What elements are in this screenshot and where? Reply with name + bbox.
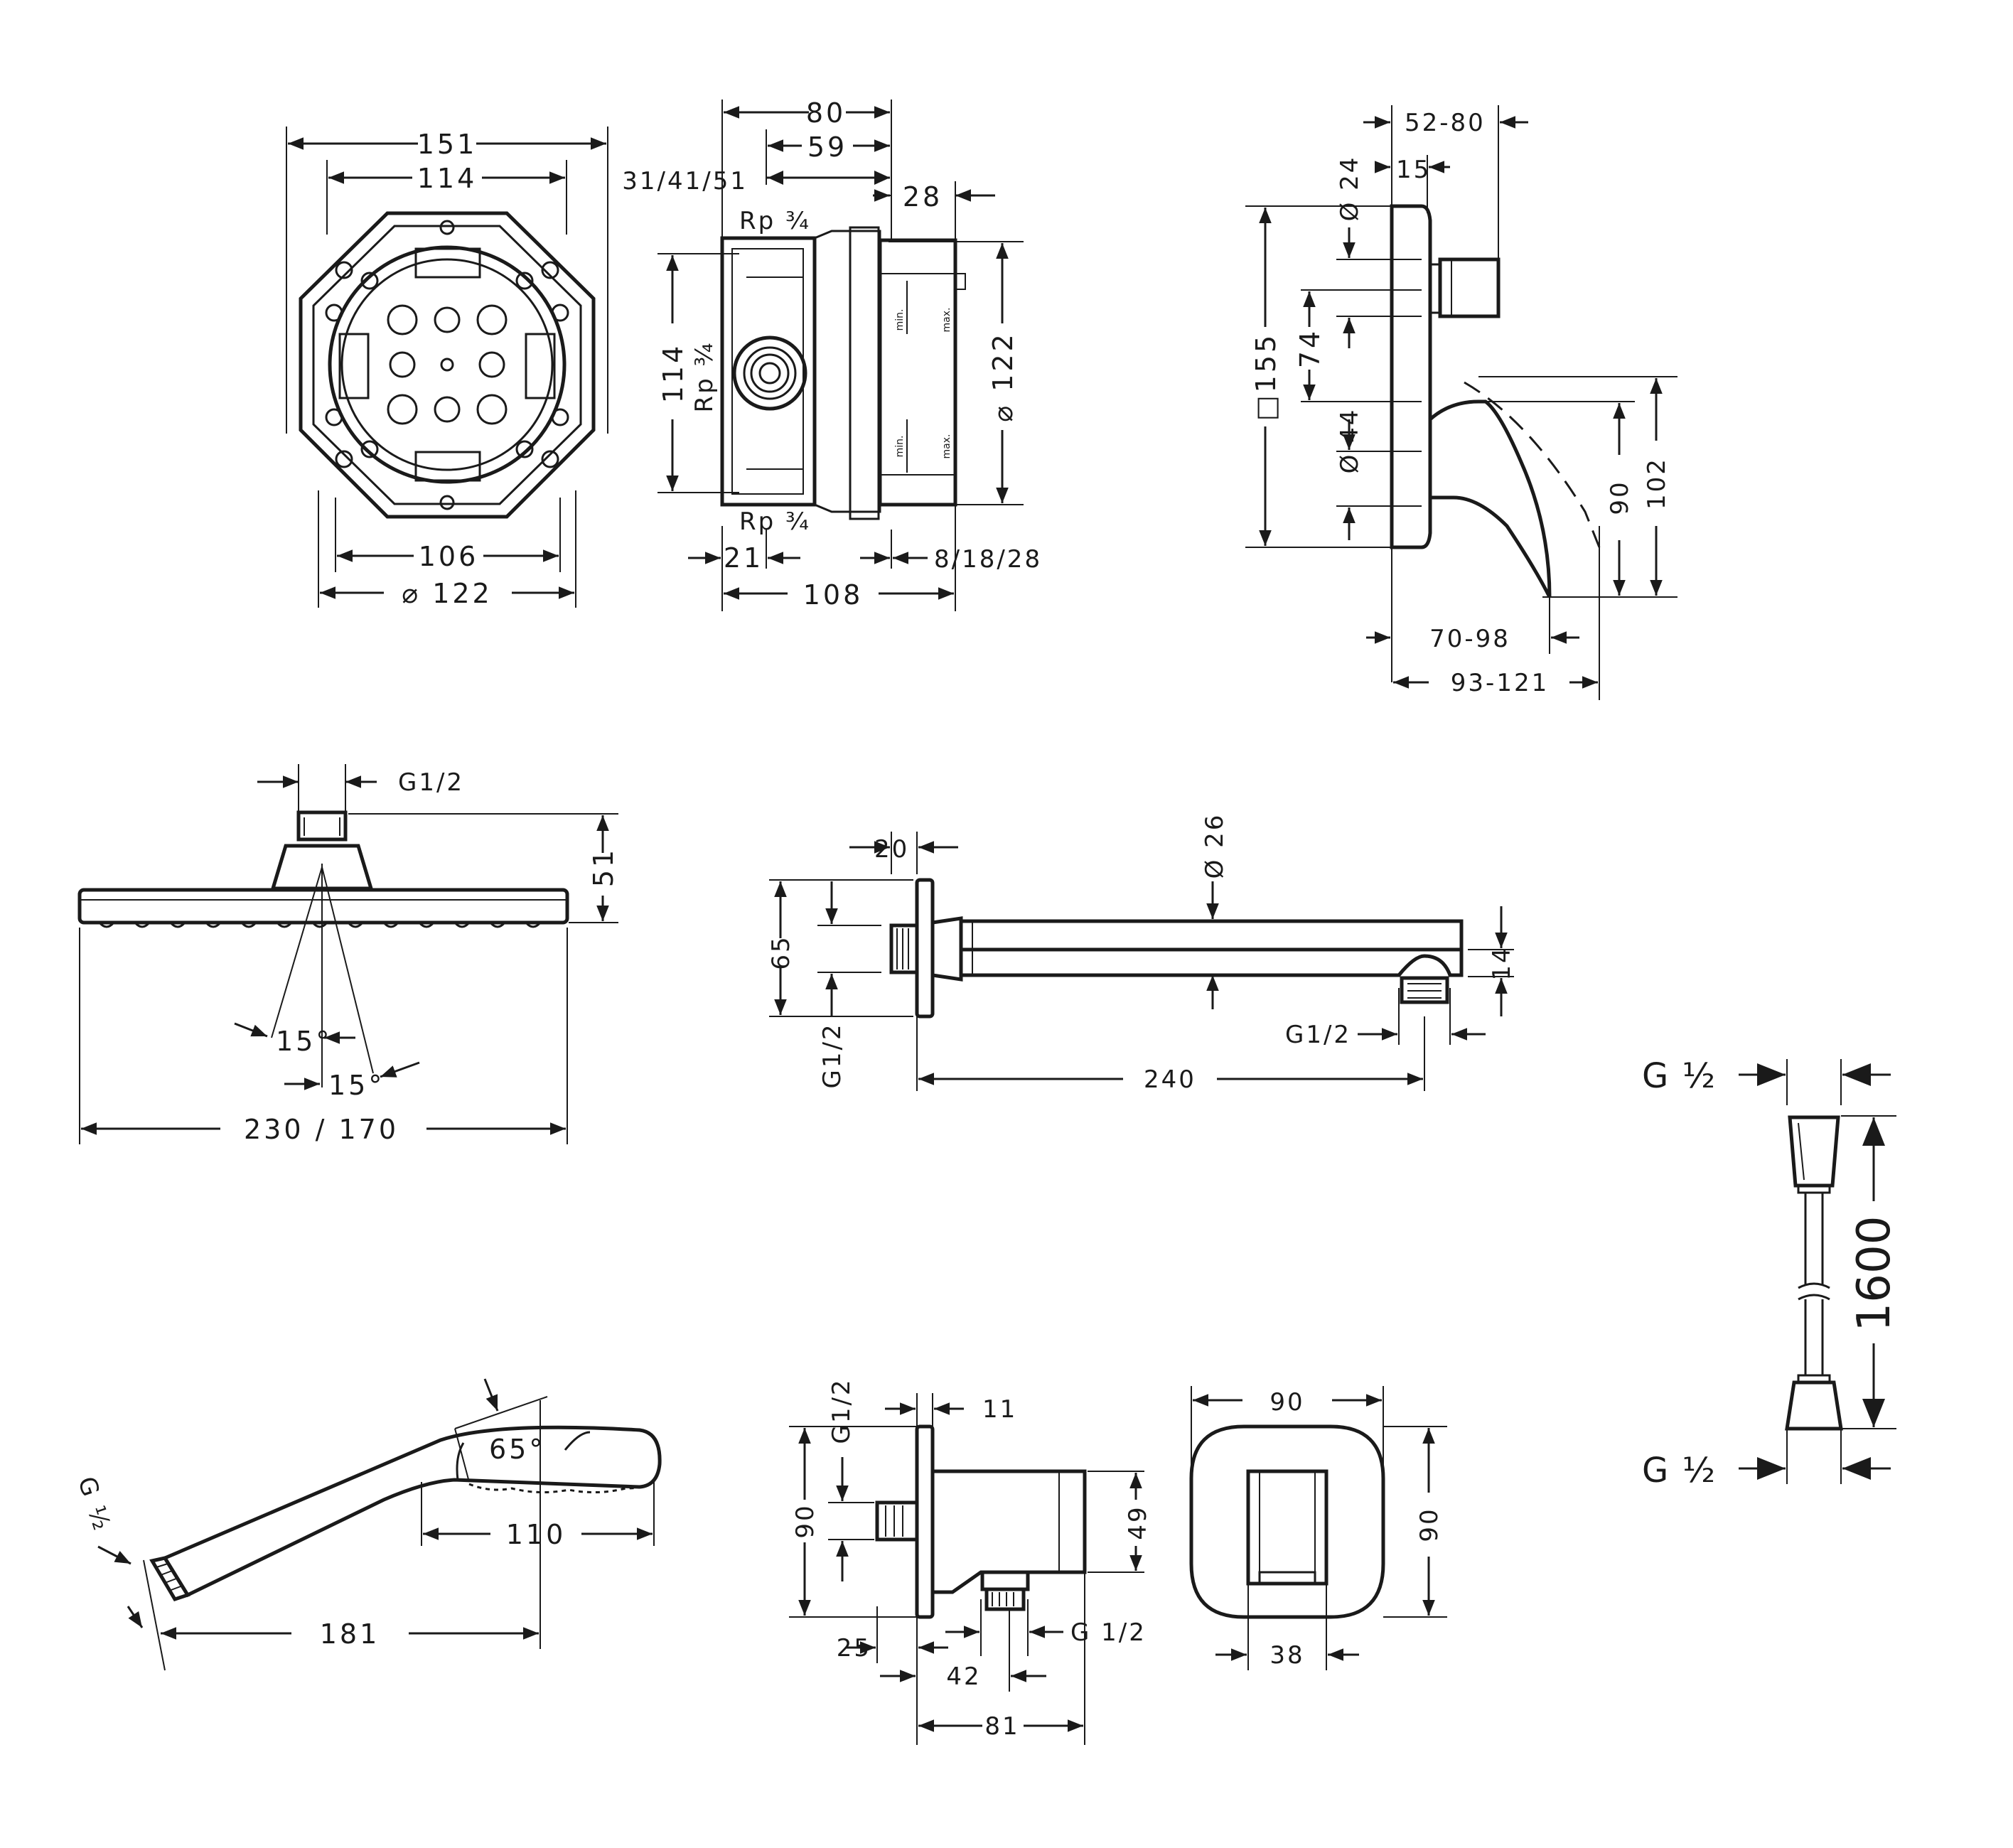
dim-25: 25 (837, 1634, 871, 1662)
rough-in-max-top: max. (941, 308, 952, 333)
mixer-dimensions: 52-80 15 □155 Ø 24 74 Ø 44 (1245, 105, 1678, 700)
hose-dimensions: G ½ G ½ 1600 (1642, 1056, 1901, 1490)
dim-106: 106 (419, 541, 479, 572)
dim-65: 65 (767, 935, 795, 969)
dim-20: 20 (874, 835, 909, 864)
shower-arm-dimensions: 20 Ø 26 65 G1/2 14 G1/2 (767, 813, 1516, 1094)
dim-74: 74 (1294, 328, 1326, 368)
rough-in-front-dimensions: 151 114 106 ⌀ 122 (286, 127, 608, 609)
dim-g12-arm-left: G1/2 (818, 1022, 847, 1088)
hose-body (1785, 1115, 1843, 1431)
wall-outlet-front-view: 90 90 38 (1189, 1386, 1447, 1670)
dim-81: 81 (984, 1712, 1019, 1741)
rough-in-max-bottom: max. (941, 434, 952, 459)
overhead-shower-body (77, 810, 569, 928)
rough-in-side-dimensions: 80 59 31/41/51 28 114 ⌀ 122 21 8 (622, 97, 1042, 611)
dim-59: 59 (807, 131, 847, 163)
dim-g12-overhead: G1/2 (398, 768, 464, 797)
dim-90-outlet-front-w: 90 (1269, 1388, 1304, 1417)
label-rp-mid: Rp ¾ (690, 341, 719, 413)
dim-15: 15 (1396, 156, 1431, 184)
dim-angle-15-a: 15° (276, 1026, 332, 1057)
dim-diameter-26: Ø 26 (1201, 813, 1229, 879)
dim-114: 114 (417, 163, 478, 194)
dim-diameter-122-side: ⌀ 122 (987, 331, 1019, 422)
label-rp-bottom: Rp ¾ (739, 507, 811, 536)
rough-in-min-top: min. (894, 309, 906, 331)
dim-g12-outlet: G1/2 (827, 1377, 856, 1444)
dim-110: 110 (506, 1519, 567, 1550)
mixer-trim-view: 52-80 15 □155 Ø 24 74 Ø 44 (1245, 105, 1678, 700)
shower-arm-body (889, 878, 1464, 1019)
rough-in-min-bottom: min. (894, 436, 906, 458)
wall-outlet-front-body (1189, 1424, 1385, 1619)
dim-8-18-28: 8/18/28 (934, 545, 1042, 574)
dim-90-outlet-front-h: 90 (1415, 1507, 1444, 1542)
dim-diameter-44: Ø 44 (1336, 408, 1364, 474)
dim-14: 14 (1488, 945, 1516, 980)
dim-102: 102 (1643, 457, 1671, 510)
dim-21: 21 (724, 542, 763, 574)
rough-in-side-body: min. max. min. max. (720, 226, 966, 520)
dim-181: 181 (320, 1618, 380, 1650)
dim-42: 42 (946, 1662, 981, 1691)
mixer-body (1390, 204, 1601, 598)
hand-shower-view: G ½ 65° 110 181 (72, 1378, 662, 1671)
dim-angle-65: 65° (489, 1434, 545, 1465)
dim-31-41-51: 31/41/51 (622, 167, 748, 195)
dim-g12-outlet-bottom: G 1/2 (1070, 1618, 1147, 1647)
dim-151: 151 (417, 129, 478, 160)
dim-g12-hose-top: G ½ (1642, 1056, 1717, 1096)
dim-51: 51 (588, 847, 619, 887)
dim-70-98: 70-98 (1429, 625, 1510, 653)
overhead-shower-view: G1/2 51 230 / 170 15° 15° (77, 764, 619, 1145)
overhead-shower-dimensions: G1/2 51 230 / 170 15° 15° (79, 764, 619, 1145)
dim-155: □155 (1250, 333, 1282, 421)
dim-g12-hand: G ½ (72, 1473, 116, 1536)
shower-arm-view: 20 Ø 26 65 G1/2 14 G1/2 (767, 813, 1516, 1094)
dim-90-outlet-side: 90 (791, 1503, 820, 1538)
dim-108: 108 (803, 579, 864, 611)
wall-outlet-side-view: G1/2 11 90 49 25 (789, 1377, 1152, 1745)
shower-hose-view: G ½ G ½ 1600 (1642, 1056, 1901, 1490)
label-rp-top: Rp ¾ (739, 207, 811, 235)
wall-outlet-front-dimensions: 90 90 38 (1191, 1386, 1447, 1670)
wall-outlet-side-body (875, 1424, 1087, 1619)
dim-230-170: 230 / 170 (244, 1114, 399, 1145)
dim-g12-arm-right: G1/2 (1285, 1021, 1351, 1049)
rough-in-front-body (299, 211, 596, 519)
hand-shower-body (149, 1425, 662, 1602)
hand-shower-dimensions: G ½ 65° 110 181 (72, 1378, 655, 1671)
rough-in-front-view: 151 114 106 ⌀ 122 (286, 127, 608, 609)
wall-outlet-side-dimensions: G1/2 11 90 49 25 (789, 1377, 1152, 1745)
dim-1600: 1600 (1848, 1216, 1901, 1332)
dim-angle-15-b: 15° (328, 1070, 385, 1101)
dim-93-121: 93-121 (1451, 669, 1549, 697)
dim-diameter-24: Ø 24 (1336, 156, 1364, 222)
dim-240: 240 (1144, 1065, 1196, 1094)
dim-52-80: 52-80 (1405, 109, 1486, 137)
dim-28: 28 (903, 181, 943, 213)
dim-38: 38 (1269, 1641, 1304, 1670)
dim-90-mixer: 90 (1606, 480, 1634, 515)
dim-80: 80 (806, 97, 846, 129)
rough-in-side-view: 80 59 31/41/51 28 114 ⌀ 122 21 8 (622, 97, 1042, 611)
dim-49: 49 (1124, 1505, 1152, 1540)
dim-114-side: 114 (657, 343, 689, 404)
dim-diameter-122: ⌀ 122 (402, 578, 493, 609)
dim-11: 11 (982, 1395, 1017, 1424)
dim-g12-hose-bottom: G ½ (1642, 1451, 1717, 1490)
